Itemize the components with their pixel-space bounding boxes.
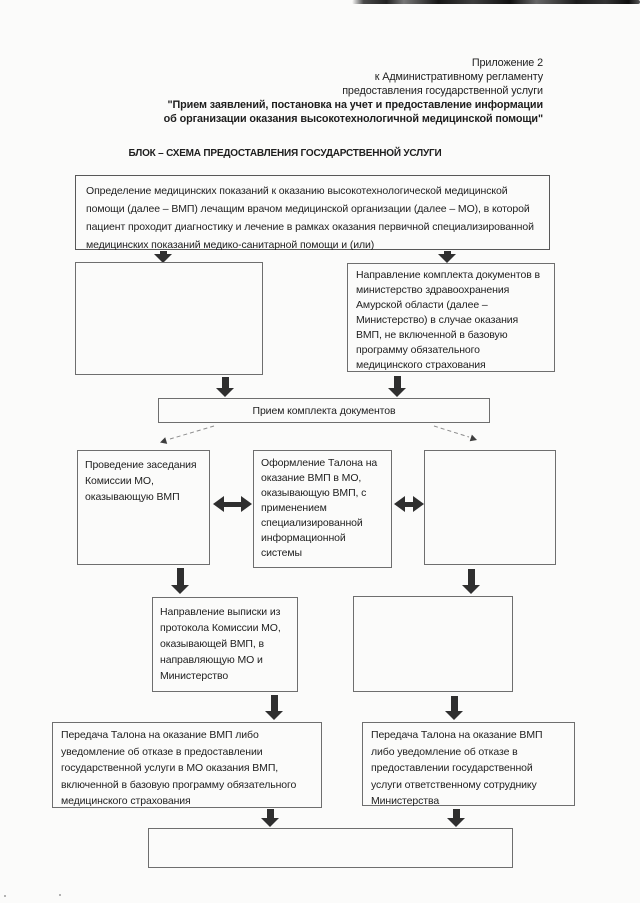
flow-box-empty-right-2 [353, 596, 513, 692]
flow-box-transfer-omc: Передача Талона на оказание ВМП либо уве… [52, 722, 322, 808]
scan-speck [59, 894, 61, 896]
double-arrow-icon [213, 496, 252, 512]
flow-box-reception: Прием комплекта документов [158, 398, 490, 423]
appendix-line: предоставления государственной услуги [342, 85, 543, 97]
arrow-down-icon [154, 251, 172, 263]
arrow-down-icon [388, 376, 406, 397]
arrow-down-icon [265, 695, 283, 720]
flow-box-text: Передача Талона на оказание ВМП либо уве… [371, 729, 543, 807]
arrow-down-icon [438, 251, 456, 263]
flow-box-send-documents: Направление комплекта документов в минис… [347, 263, 555, 372]
diagram-title: БЛОК – СХЕМА ПРЕДОСТАВЛЕНИЯ ГОСУДАРСТВЕН… [128, 148, 442, 159]
scan-artifact-top [352, 0, 640, 4]
double-arrow-icon [394, 496, 424, 512]
arrow-down-icon [445, 696, 463, 720]
flow-box-determination: Определение медицинских показаний к оказ… [75, 175, 550, 251]
flow-box-text: Передача Талона на оказание ВМП либо уве… [61, 729, 297, 807]
flow-box-text: Проведение заседания Комиссии МО, оказыв… [85, 459, 197, 503]
scan-speck [4, 895, 6, 897]
appendix-line: об организации оказания высокотехнологич… [163, 113, 543, 125]
flow-box-empty-right-1 [424, 450, 556, 565]
arrow-down-icon [462, 569, 480, 594]
flow-box-protocol: Направление выписки из протокола Комисси… [152, 597, 298, 692]
flow-box-text: Определение медицинских показаний к оказ… [86, 185, 534, 251]
dashed-arrowhead-right [469, 434, 477, 442]
arrow-down-icon [447, 809, 465, 827]
flow-box-text: Направление выписки из протокола Комисси… [160, 606, 281, 682]
arrow-down-icon [261, 809, 279, 827]
appendix-line: Приложение 2 [471, 57, 543, 69]
flow-box-talon: Оформление Талона на оказание ВМП в МО, … [253, 450, 392, 568]
arrow-down-icon [216, 377, 234, 397]
flow-box-text: Направление комплекта документов в минис… [356, 269, 540, 371]
flow-box-empty-bottom [148, 828, 513, 868]
appendix-note: Приложение 2 к Административному регламе… [100, 56, 543, 126]
appendix-line: "Прием заявлений, постановка на учет и п… [167, 99, 544, 111]
flow-box-text: Прием комплекта документов [252, 404, 396, 417]
dashed-line-right [433, 425, 470, 438]
arrow-down-icon [171, 568, 189, 594]
flow-box-transfer-ministry: Передача Талона на оказание ВМП либо уве… [362, 722, 575, 807]
flow-box-commission: Проведение заседания Комиссии МО, оказыв… [77, 450, 210, 565]
appendix-line: к Административному регламенту [374, 71, 543, 83]
dashed-line-left [169, 425, 215, 440]
flow-box-text: Оформление Талона на оказание ВМП в МО, … [261, 457, 378, 559]
flow-box-empty-referral [75, 262, 263, 375]
dashed-arrowhead-left [160, 437, 168, 444]
